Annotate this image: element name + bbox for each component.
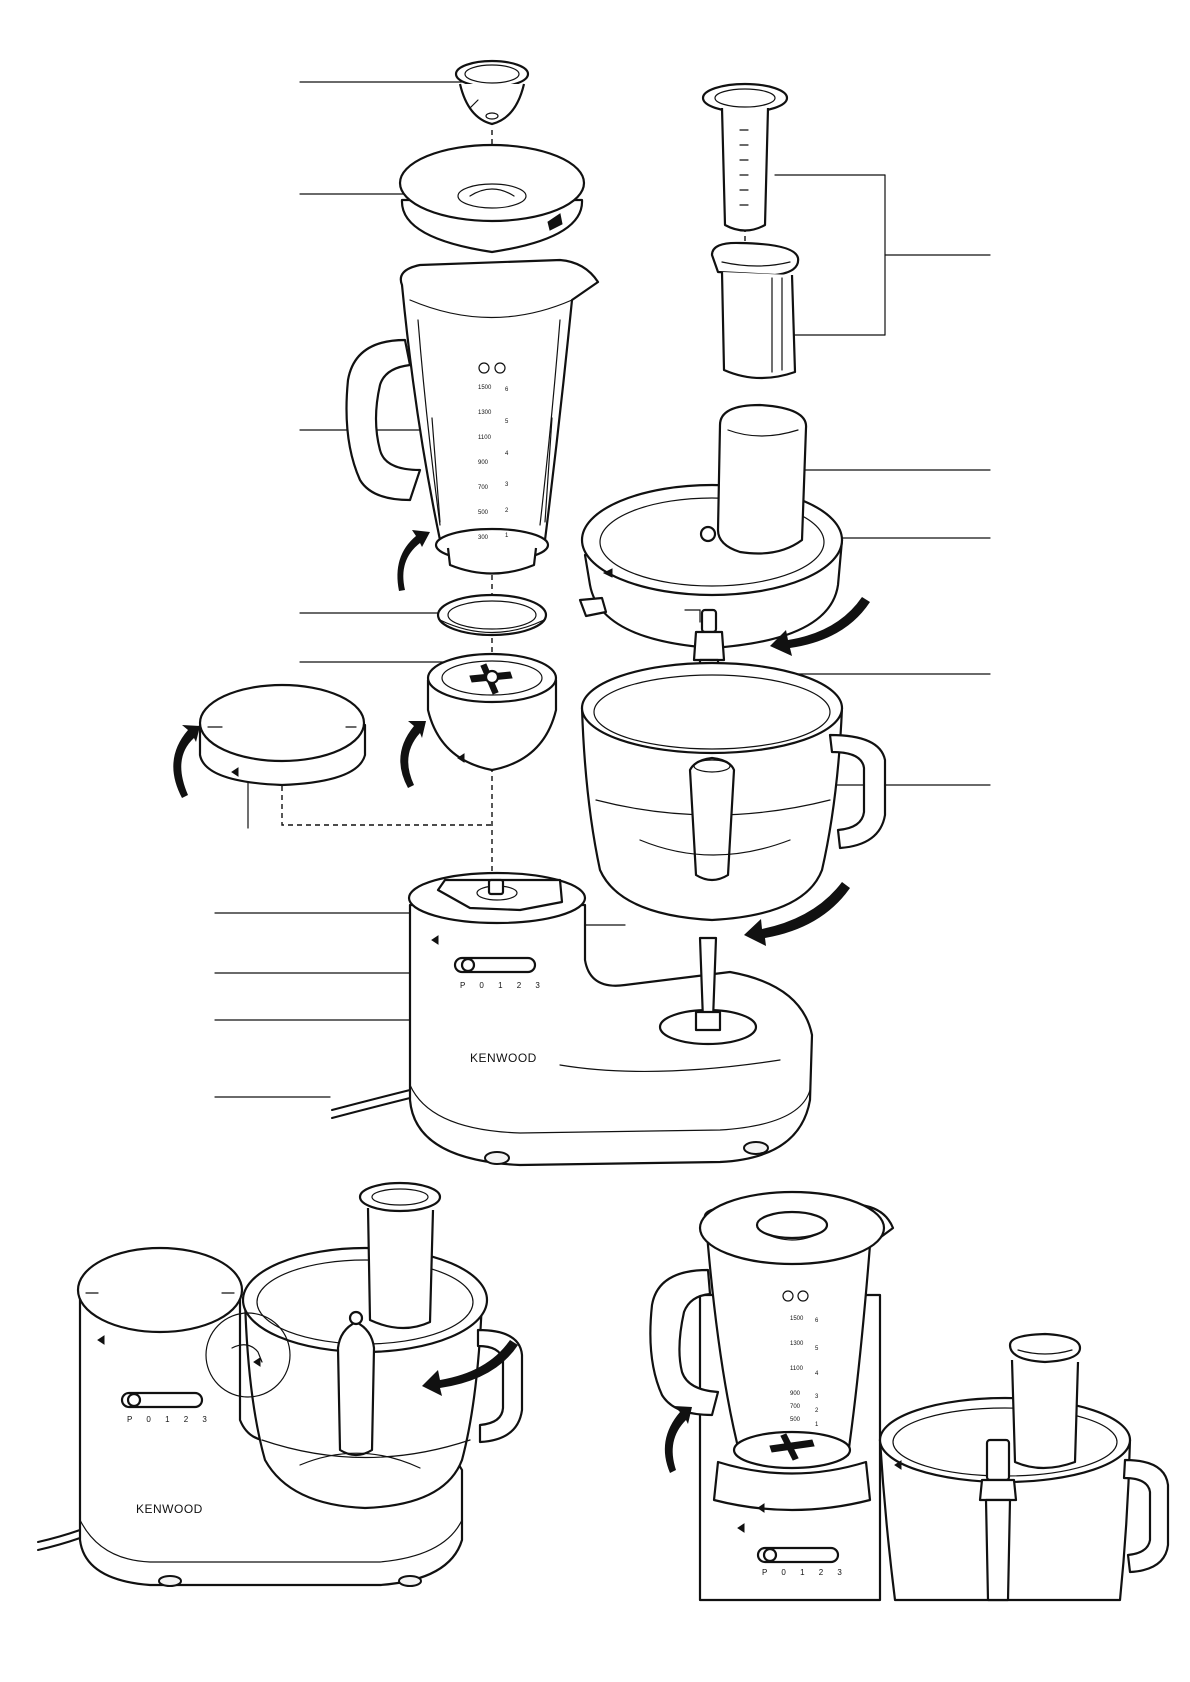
safety-cover [198, 683, 367, 787]
assembled-jug-cup-6: 6 [815, 1318, 819, 1324]
assembled-jug-scale-900: 900 [790, 1391, 801, 1397]
rotate-arrow-assembled [422, 1340, 518, 1396]
jug-scale-900: 900 [478, 460, 489, 466]
jug-scale-1100: 1100 [478, 435, 492, 441]
jug-scale-1500: 1500 [478, 385, 492, 391]
jug-cup-1: 1 [505, 533, 509, 539]
assembled-jug-cup-2: 2 [815, 1408, 819, 1414]
power-unit: P 0 1 2 3 KENWOOD [331, 871, 814, 1167]
blade-unit [426, 652, 558, 772]
jug-scale-500: 500 [478, 510, 489, 516]
jug-cup-4: 4 [505, 451, 509, 457]
processor-bowl [580, 661, 887, 922]
large-pusher [701, 82, 789, 232]
assembled-jug-cup-5: 5 [815, 1346, 819, 1352]
assembled-jug-scale-700: 700 [790, 1404, 801, 1410]
assembled-speed-labels: P 0 1 2 3 [127, 1415, 213, 1424]
jug-cup-5: 5 [505, 419, 509, 425]
assembled-jug-cup-1: 1 [815, 1422, 819, 1428]
jug-cup-2: 2 [505, 508, 509, 514]
rotate-arrow-blender [664, 1406, 692, 1473]
speed-labels: P 0 1 2 3 [460, 981, 546, 990]
assembled-brand-logo: KENWOOD [136, 1502, 203, 1516]
jug-cup-3: 3 [505, 482, 509, 488]
blender-speed-labels: P 0 1 2 3 [762, 1568, 848, 1577]
small-pusher [710, 241, 800, 380]
jug-scale-300: 300 [478, 535, 489, 541]
blender-jug: 1500 1300 1100 900 700 500 300 6 5 4 3 2… [345, 258, 600, 575]
bowl-lid [578, 403, 844, 650]
assembled-jug-cup-4: 4 [815, 1371, 819, 1377]
filler-cap [454, 59, 530, 126]
jug-scale-1300: 1300 [478, 410, 492, 416]
assembled-jug-scale-1300: 1300 [790, 1341, 804, 1347]
brand-logo: KENWOOD [470, 1051, 537, 1065]
speed-switch [453, 956, 537, 974]
jug-scale-700: 700 [478, 485, 489, 491]
rotate-arrow-blade [400, 721, 426, 788]
assembled-jug-cup-3: 3 [815, 1394, 819, 1400]
assembled-food-processor: P 0 1 2 3 KENWOOD [37, 1181, 524, 1587]
assembled-jug-scale-1100: 1100 [790, 1366, 804, 1372]
rotate-arrow-jug [397, 530, 430, 591]
sealing-ring [436, 593, 548, 637]
assembled-processor-right [878, 1332, 1170, 1602]
rotate-arrow-cover [173, 725, 200, 798]
jug-cup-6: 6 [505, 387, 509, 393]
callout-leaders [214, 81, 991, 1098]
rotate-arrow-lid [770, 597, 870, 656]
rotate-arrow-bowl [744, 882, 850, 946]
assembled-jug-scale-500: 500 [790, 1417, 801, 1423]
assembled-jug-scale-1500: 1500 [790, 1316, 804, 1322]
blender-lid [398, 143, 586, 254]
assembled-blender: 1500 1300 1100 900 700 500 300 6 5 4 3 2… [649, 1190, 895, 1602]
